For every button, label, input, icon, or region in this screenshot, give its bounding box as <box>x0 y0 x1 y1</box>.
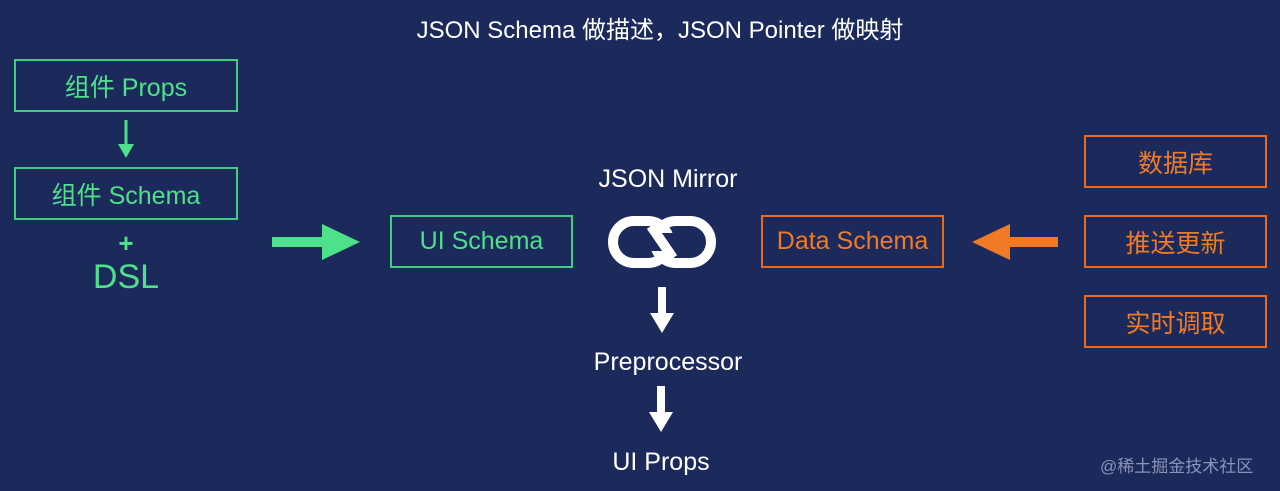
diagram-title: JSON Schema 做描述，JSON Pointer 做映射 <box>416 17 904 44</box>
dsl-label: DSL <box>92 258 160 296</box>
ui-schema-label: UI Schema <box>419 227 544 255</box>
realtime-fetch-box: 实时调取 <box>1084 295 1267 348</box>
data-schema-label: Data Schema <box>776 227 929 255</box>
arrow-down-green-1 <box>118 120 134 158</box>
ui-props-label: UI Props <box>612 448 710 476</box>
ui-schema-box: UI Schema <box>390 215 573 268</box>
chain-link-icon <box>608 216 716 268</box>
component-schema-label: 组件 Schema <box>51 181 201 210</box>
json-mirror-label: JSON Mirror <box>598 165 738 193</box>
arrow-right-green <box>272 224 360 260</box>
component-props-box: 组件 Props <box>14 59 238 112</box>
database-label: 数据库 <box>1137 149 1213 178</box>
arrow-left-orange <box>972 224 1058 260</box>
arrow-down-white-2 <box>649 386 673 432</box>
component-props-label: 组件 Props <box>64 73 188 102</box>
push-update-box: 推送更新 <box>1084 215 1267 268</box>
arrow-down-white-1 <box>650 287 674 333</box>
push-update-label: 推送更新 <box>1125 229 1226 258</box>
component-schema-box: 组件 Schema <box>14 167 238 220</box>
data-schema-box: Data Schema <box>761 215 944 268</box>
watermark: @稀土掘金技术社区 <box>1100 457 1254 476</box>
plus-sign: + <box>118 228 134 258</box>
realtime-fetch-label: 实时调取 <box>1125 309 1226 338</box>
database-box: 数据库 <box>1084 135 1267 188</box>
preprocessor-label: Preprocessor <box>593 348 743 376</box>
